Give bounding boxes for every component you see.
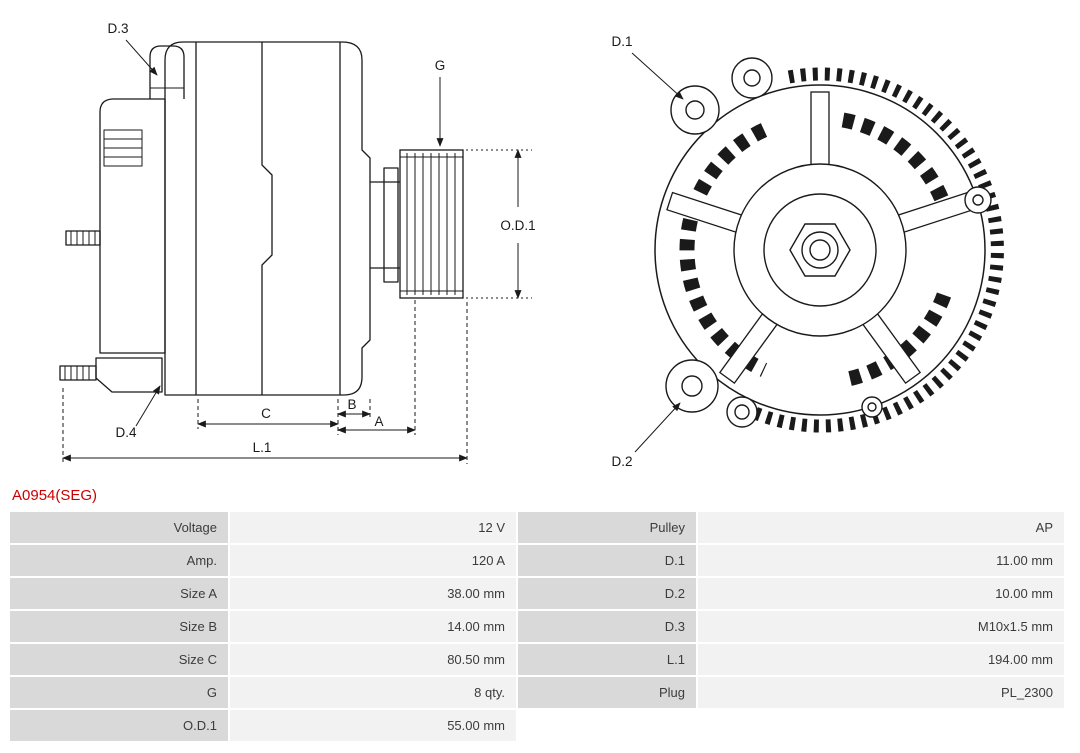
spec-value-cell: 10.00 mm — [698, 578, 1064, 609]
front-view-drawing: D.1 D.2 — [611, 34, 1004, 469]
pulley-side — [399, 149, 464, 299]
spec-value-cell: 12 V — [230, 512, 516, 543]
dim-label-d4: D.4 — [115, 425, 137, 440]
pulley-front — [733, 163, 907, 337]
dim-label-l1: L.1 — [253, 440, 272, 455]
part-number: A0954(SEG) — [12, 487, 98, 504]
dim-label-d3: D.3 — [107, 21, 128, 36]
spec-label-cell: Size C — [10, 644, 228, 675]
dim-label-b: B — [347, 397, 356, 412]
spec-table: Voltage 12 V Pulley AP Amp. 120 A D.1 11… — [10, 512, 1064, 741]
dimension-lines — [62, 39, 532, 464]
spec-value-cell: AP — [698, 512, 1064, 543]
spec-label-cell: Amp. — [10, 545, 228, 576]
spec-label-cell: G — [10, 677, 228, 708]
dim-label-a: A — [374, 414, 383, 429]
spec-label-cell: D.2 — [518, 578, 696, 609]
spec-label-cell: D.3 — [518, 611, 696, 642]
technical-drawings: D.3 G O.D.1 D.4 C B A L.1 — [59, 21, 1004, 469]
dim-label-d2: D.2 — [611, 454, 632, 469]
side-view-drawing: D.3 G O.D.1 D.4 C B A L.1 — [59, 21, 536, 464]
spec-empty-cell — [698, 710, 1064, 741]
spec-value-cell: 8 qty. — [230, 677, 516, 708]
alternator-front-body — [654, 67, 1004, 433]
spec-label-cell: O.D.1 — [10, 710, 228, 741]
spec-label-cell: Voltage — [10, 512, 228, 543]
spec-label-cell: L.1 — [518, 644, 696, 675]
dim-label-d1: D.1 — [611, 34, 632, 49]
spec-value-cell: 194.00 mm — [698, 644, 1064, 675]
spec-value-cell: 80.50 mm — [230, 644, 516, 675]
dim-label-c: C — [261, 406, 271, 421]
spec-value-cell: 55.00 mm — [230, 710, 516, 741]
dim-label-od1: O.D.1 — [500, 218, 535, 233]
spec-label-cell: D.1 — [518, 545, 696, 576]
spec-value-cell: 38.00 mm — [230, 578, 516, 609]
spec-label-cell: Size B — [10, 611, 228, 642]
spec-label-cell: Plug — [518, 677, 696, 708]
spec-empty-cell — [518, 710, 696, 741]
spec-value-cell: 11.00 mm — [698, 545, 1064, 576]
mounting-lugs — [665, 57, 992, 428]
front-leader-lines — [631, 52, 684, 453]
spec-value-cell: PL_2300 — [698, 677, 1064, 708]
spec-value-cell: M10x1.5 mm — [698, 611, 1064, 642]
alternator-side-body — [59, 41, 400, 396]
spec-value-cell: 14.00 mm — [230, 611, 516, 642]
spec-label-cell: Pulley — [518, 512, 696, 543]
dim-label-g: G — [435, 58, 446, 73]
spec-value-cell: 120 A — [230, 545, 516, 576]
spec-label-cell: Size A — [10, 578, 228, 609]
